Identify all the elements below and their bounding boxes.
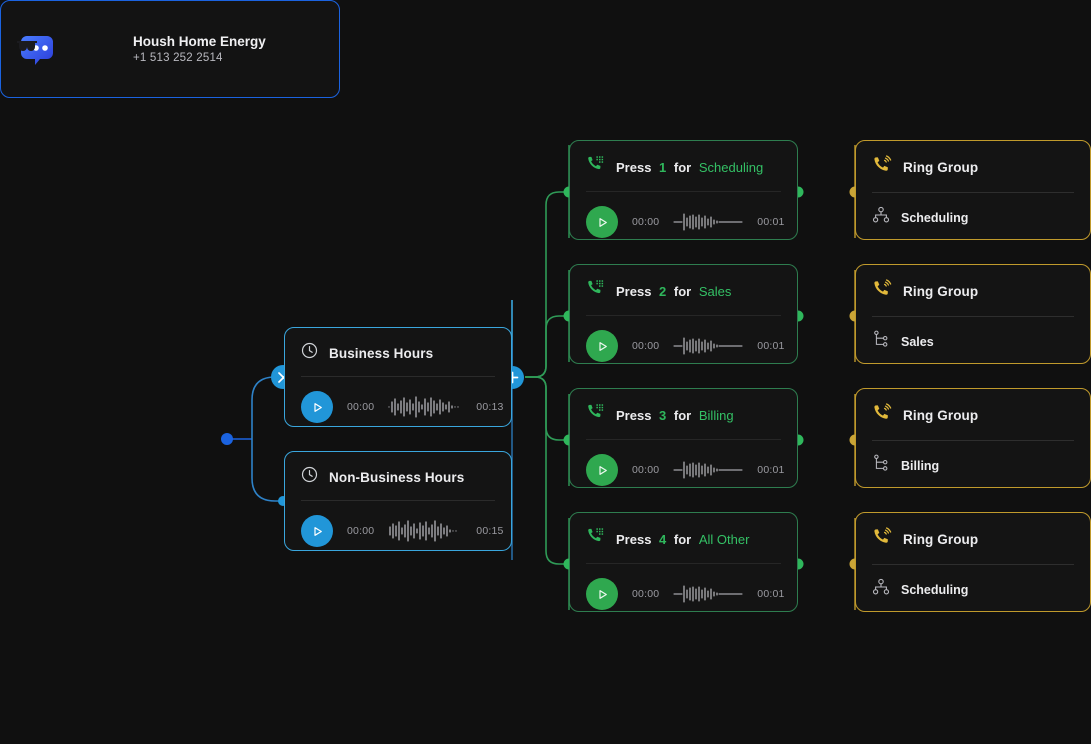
hierarchy-branch-icon <box>872 454 890 477</box>
ivr-title: Press 2 for Sales <box>616 284 731 299</box>
card-ring-group-1[interactable]: Ring Group Scheduling <box>855 140 1091 240</box>
ring-group-name: Sales <box>901 334 934 349</box>
audio-time-start: 00:00 <box>632 216 660 228</box>
ivr-middle: for <box>673 407 692 423</box>
org-tree-icon <box>872 578 890 601</box>
card-press-1[interactable]: Press 1 for Scheduling 00:00 <box>569 140 798 240</box>
divider <box>301 500 495 501</box>
play-button[interactable] <box>586 454 618 486</box>
org-tree-icon <box>872 206 890 229</box>
audio-time-start: 00:00 <box>632 464 660 476</box>
divider <box>872 440 1074 441</box>
card-ring-group-3[interactable]: Ring Group Billing <box>855 388 1091 488</box>
divider <box>586 563 781 564</box>
ivr-title: Press 1 for Scheduling <box>616 160 763 175</box>
divider <box>872 564 1074 565</box>
card-press-2[interactable]: Press 2 for Sales 00:00 <box>569 264 798 364</box>
clock-icon <box>301 466 318 488</box>
ring-group-name: Billing <box>901 458 940 473</box>
card-title: Ring Group <box>903 532 979 547</box>
play-icon <box>313 402 322 412</box>
card-business-hours[interactable]: Business Hours 00:00 <box>284 327 512 427</box>
ringing-phone-icon <box>872 279 892 304</box>
ivr-prefix: Press <box>616 159 652 175</box>
divider <box>586 191 781 192</box>
ivr-title: Press 4 for All Other <box>616 532 749 547</box>
card-title: Non-Business Hours <box>329 469 465 485</box>
ring-group-name: Scheduling <box>901 210 969 225</box>
ivr-title: Press 3 for Billing <box>616 408 734 423</box>
ringing-phone-icon <box>872 527 892 552</box>
ivr-destination: Scheduling <box>698 159 764 175</box>
divider <box>301 376 495 377</box>
audio-time-end: 00:01 <box>757 216 785 228</box>
audio-waveform[interactable] <box>673 334 743 358</box>
ring-group-name: Scheduling <box>901 582 969 597</box>
play-icon <box>598 465 607 475</box>
audio-waveform[interactable] <box>673 458 743 482</box>
ivr-destination: Billing <box>698 407 734 423</box>
audio-waveform[interactable] <box>673 210 743 234</box>
chat-bubble-sunglasses-logo <box>14 28 58 70</box>
ivr-destination: Sales <box>698 283 732 299</box>
play-button[interactable] <box>586 206 618 238</box>
ivr-digit: 2 <box>659 283 667 299</box>
audio-waveform[interactable] <box>388 395 462 419</box>
audio-time-start: 00:00 <box>347 401 375 413</box>
ivr-prefix: Press <box>616 283 652 299</box>
play-button[interactable] <box>301 515 333 547</box>
card-title: Business Hours <box>329 345 434 361</box>
audio-time-end: 00:01 <box>757 464 785 476</box>
play-icon <box>598 341 607 351</box>
audio-waveform[interactable] <box>673 582 743 606</box>
audio-time-end: 00:01 <box>757 588 785 600</box>
contact-name: Housh Home Energy <box>133 34 266 49</box>
ivr-digit: 3 <box>659 407 667 423</box>
contact-node[interactable]: Housh Home Energy +1 513 252 2514 <box>0 0 340 98</box>
ringing-phone-icon <box>872 155 892 180</box>
audio-time-start: 00:00 <box>347 525 375 537</box>
dialpad-phone-icon <box>586 403 605 427</box>
card-ring-group-2[interactable]: Ring Group Sales <box>855 264 1091 364</box>
card-ring-group-4[interactable]: Ring Group Scheduling <box>855 512 1091 612</box>
divider <box>586 439 781 440</box>
card-title: Ring Group <box>903 160 979 175</box>
card-title: Ring Group <box>903 284 979 299</box>
audio-waveform[interactable] <box>388 519 462 543</box>
play-icon <box>598 589 607 599</box>
ivr-digit: 4 <box>659 531 667 547</box>
play-icon <box>313 526 322 536</box>
hierarchy-branch-icon <box>872 330 890 353</box>
divider <box>586 315 781 316</box>
contact-phone: +1 513 252 2514 <box>133 52 223 64</box>
ringing-phone-icon <box>872 403 892 428</box>
card-press-4[interactable]: Press 4 for All Other 00:00 <box>569 512 798 612</box>
card-press-3[interactable]: Press 3 for Billing 00:00 <box>569 388 798 488</box>
dialpad-phone-icon <box>586 155 605 179</box>
ivr-destination: All Other <box>698 531 750 547</box>
audio-time-start: 00:00 <box>632 340 660 352</box>
ivr-middle: for <box>673 531 692 547</box>
play-button[interactable] <box>586 578 618 610</box>
ivr-middle: for <box>673 283 692 299</box>
play-button[interactable] <box>301 391 333 423</box>
divider <box>872 316 1074 317</box>
play-button[interactable] <box>586 330 618 362</box>
dialpad-phone-icon <box>586 279 605 303</box>
ivr-digit: 1 <box>659 159 667 175</box>
ivr-middle: for <box>673 159 692 175</box>
clock-icon <box>301 342 318 364</box>
card-title: Ring Group <box>903 408 979 423</box>
audio-time-end: 00:13 <box>476 401 504 413</box>
audio-time-end: 00:15 <box>476 525 504 537</box>
divider <box>872 192 1074 193</box>
ivr-prefix: Press <box>616 407 652 423</box>
audio-time-start: 00:00 <box>632 588 660 600</box>
card-non-business-hours[interactable]: Non-Business Hours 00:00 <box>284 451 512 551</box>
ivr-prefix: Press <box>616 531 652 547</box>
play-icon <box>598 217 607 227</box>
audio-time-end: 00:01 <box>757 340 785 352</box>
dialpad-phone-icon <box>586 527 605 551</box>
